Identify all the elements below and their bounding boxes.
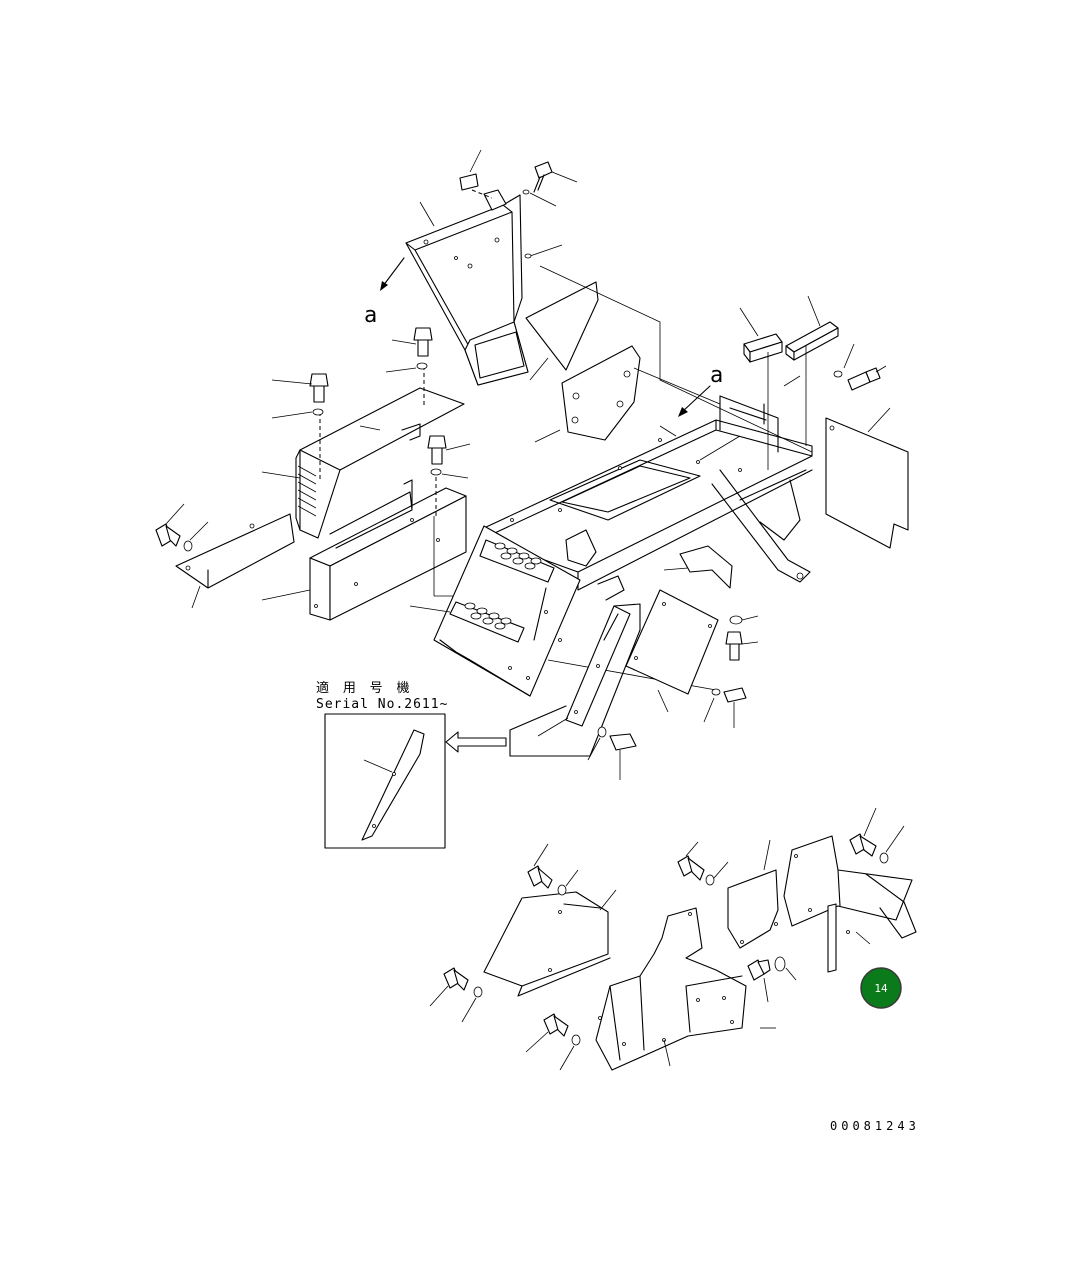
page-number: 14: [874, 982, 888, 995]
right-side-panel: [825, 407, 909, 549]
view-marker-right: a: [710, 363, 723, 388]
long-bracket: [509, 603, 641, 780]
document-number: 00081243: [830, 1119, 920, 1133]
page-badge-circle: [860, 967, 902, 1009]
side-cover-panel: [625, 545, 759, 728]
serial-note-japanese: 適 用 号 機: [316, 680, 412, 696]
center-cover-plate: [534, 345, 641, 443]
main-frame: a: [483, 265, 813, 601]
bottom-assembly: [429, 807, 917, 1071]
serial-detail-box: 適 用 号 機 Serial No.2611~: [316, 680, 448, 849]
upper-duct-assembly: a: [364, 149, 578, 386]
triangular-plate: [525, 281, 599, 381]
detail-arrow: [445, 731, 507, 753]
page-number-badge: 14: [860, 967, 902, 1009]
left-cover-assembly: [155, 327, 500, 621]
rubber-blocks: [739, 295, 887, 470]
serial-note-number: Serial No.2611~: [316, 697, 448, 712]
view-marker-upper: a: [364, 303, 377, 328]
